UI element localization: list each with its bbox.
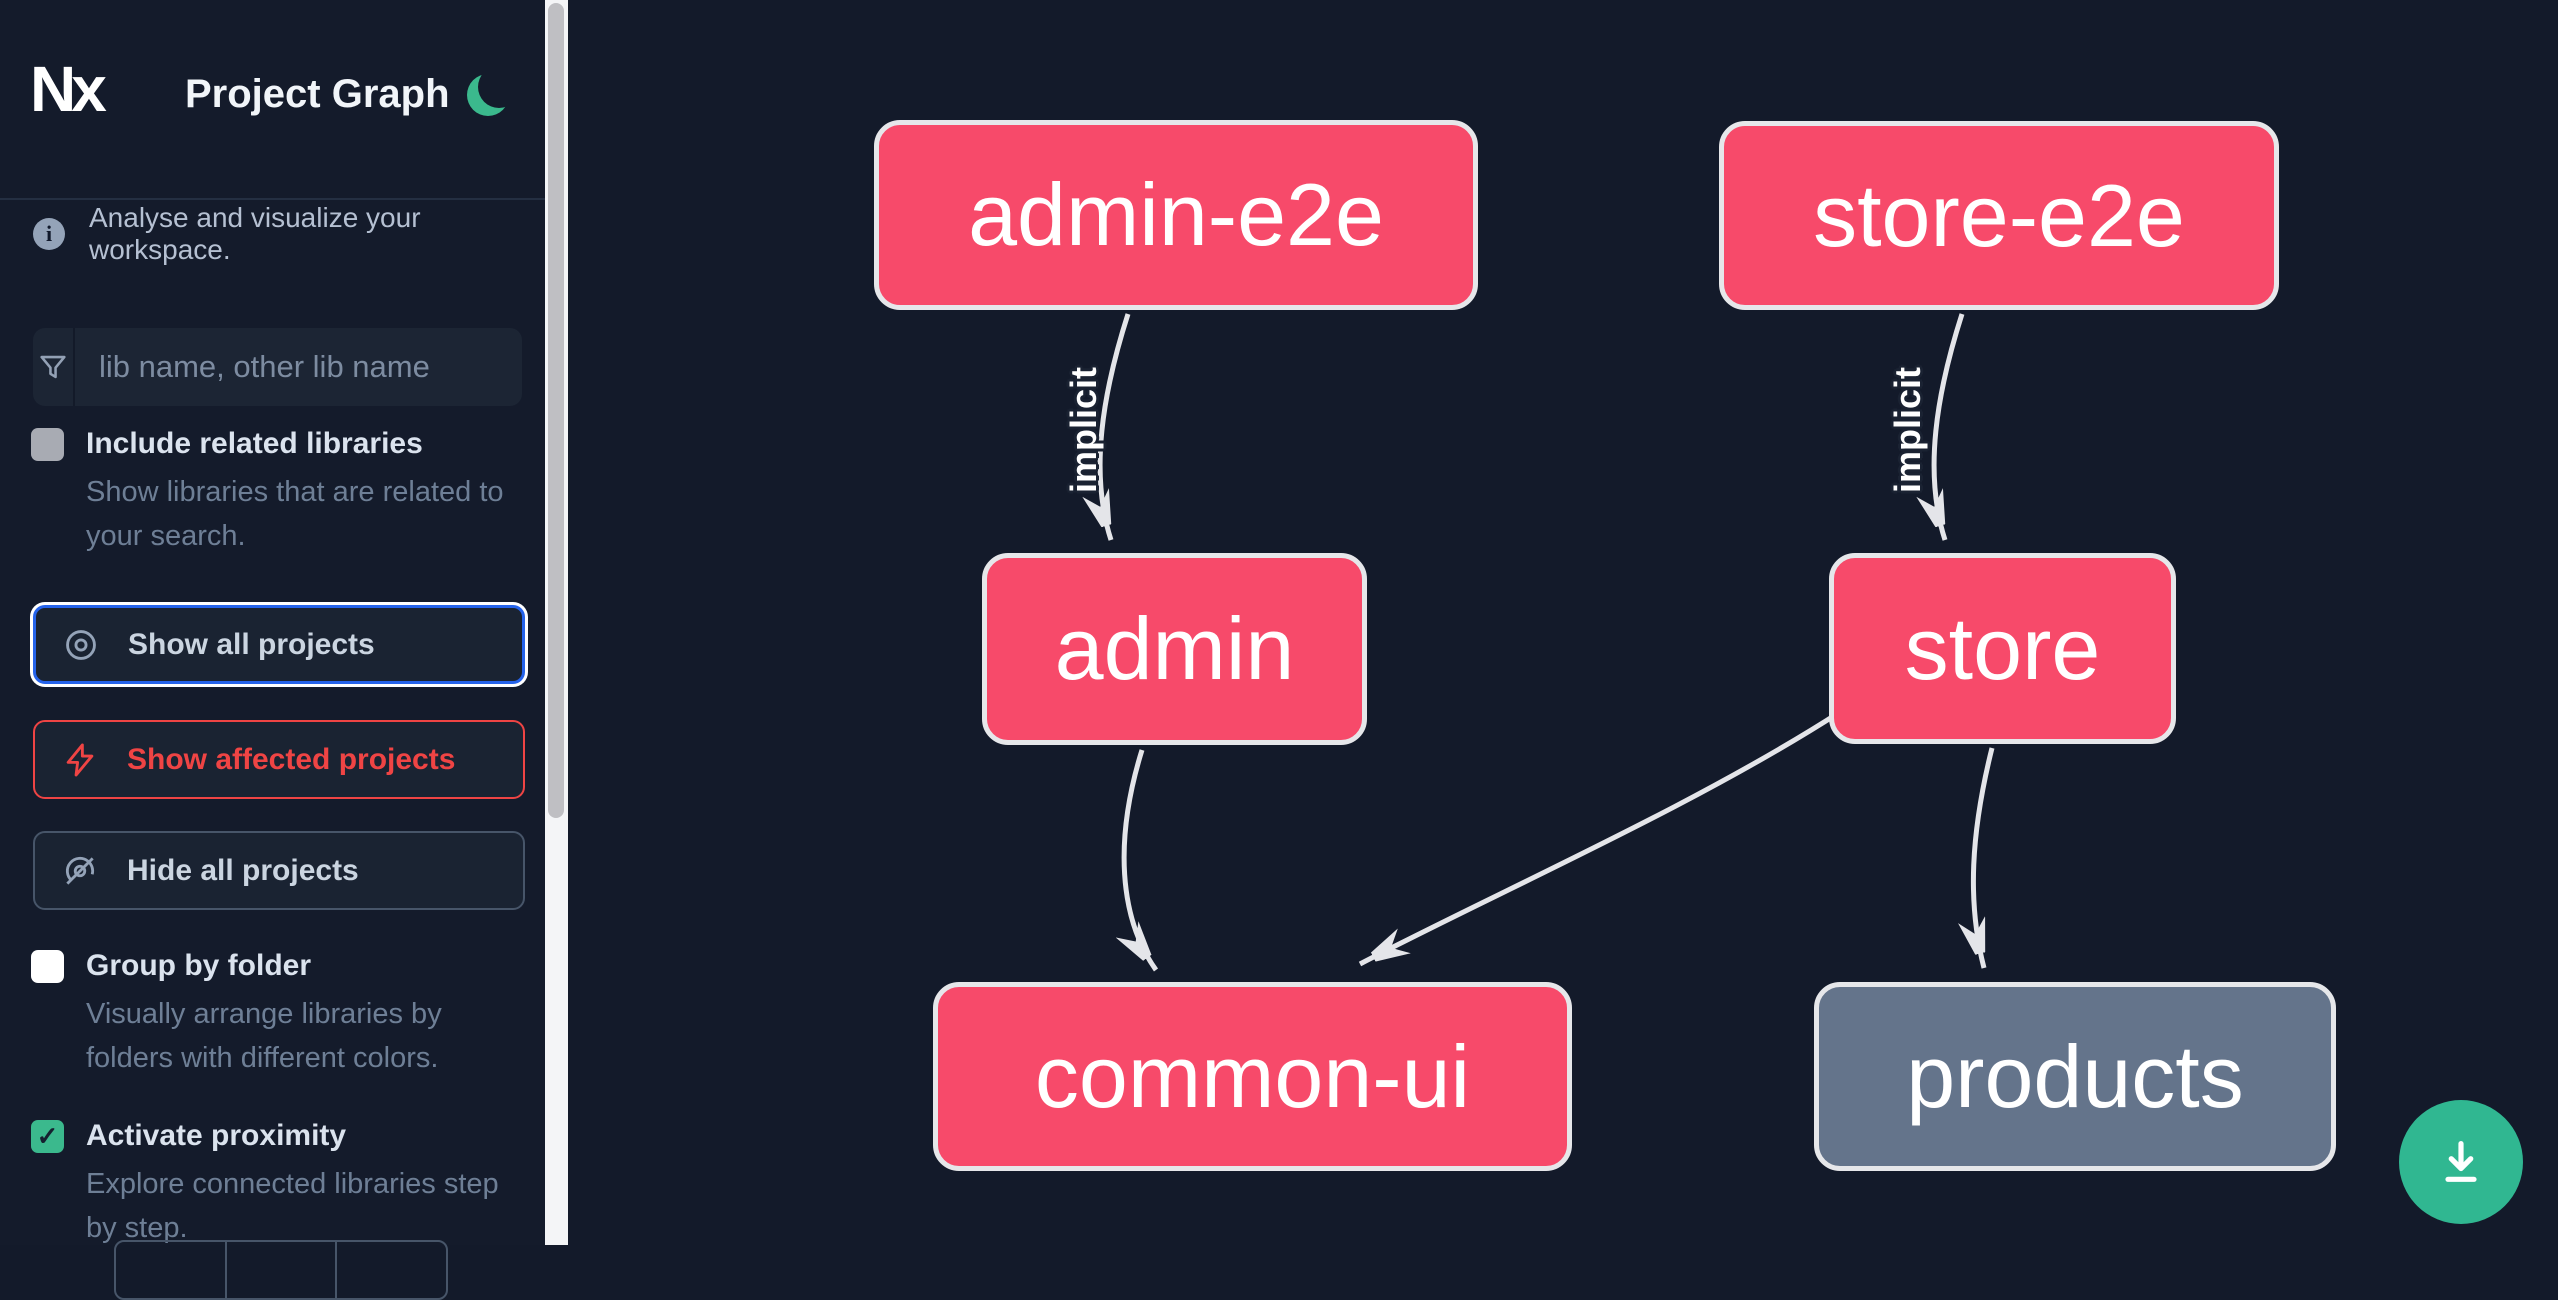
node-label: products (1906, 1026, 2244, 1126)
stepper-value (227, 1242, 338, 1298)
check-icon: ✓ (36, 1121, 59, 1151)
button-label: Hide all projects (127, 853, 359, 887)
edge-store-e2e-store (1934, 313, 1965, 541)
stepper-decrement[interactable] (116, 1242, 227, 1298)
toggle-description: Explore connected libraries step by step… (86, 1168, 499, 1244)
node-label: store-e2e (1813, 165, 2185, 265)
toggle-activate-proximity[interactable]: ✓ Activate proximity Explore connected l… (31, 1116, 536, 1250)
edge-label-implicit: implicit (1887, 366, 1928, 494)
activate-proximity-checkbox[interactable]: ✓ (31, 1120, 64, 1153)
show-all-projects-button[interactable]: Show all projects (33, 605, 525, 684)
search-box (33, 328, 522, 406)
show-affected-projects-button[interactable]: Show affected projects (33, 720, 525, 799)
toggle-label: Group by folder (86, 949, 311, 982)
graph-node-common-ui[interactable]: common-ui (933, 982, 1572, 1171)
graph-node-admin-e2e[interactable]: admin-e2e (874, 120, 1478, 310)
sidebar: Nx Project Graph i Analyse and visualize… (0, 0, 568, 1300)
sidebar-header: Nx Project Graph (0, 0, 568, 200)
bolt-icon (66, 743, 94, 776)
node-label: admin-e2e (968, 165, 1384, 264)
stepper-increment[interactable] (337, 1242, 446, 1298)
project-graph-canvas[interactable]: implicit implicit admin-e2e store-e2e ad… (568, 0, 2558, 1245)
edge-admin-e2e-admin (1100, 313, 1131, 541)
button-label: Show all projects (128, 627, 375, 661)
search-input[interactable] (75, 328, 522, 406)
edge-store-common-ui (1358, 709, 1842, 964)
filter-icon (33, 328, 75, 406)
download-icon (2445, 1140, 2477, 1182)
proximity-degree-stepper[interactable] (114, 1240, 448, 1300)
nx-logo: Nx (30, 53, 107, 125)
info-icon: i (33, 218, 65, 250)
sidebar-scrollbar[interactable] (545, 0, 568, 1245)
graph-node-products[interactable]: products (1814, 982, 2336, 1171)
toggle-label: Activate proximity (86, 1119, 347, 1152)
toggle-label: Include related libraries (86, 427, 423, 460)
node-label: admin (1054, 599, 1295, 698)
group-by-folder-checkbox[interactable] (31, 950, 64, 983)
graph-node-store-e2e[interactable]: store-e2e (1719, 121, 2279, 310)
node-label: store (1904, 598, 2101, 698)
button-label: Show affected projects (127, 742, 456, 776)
hide-all-projects-button[interactable]: Hide all projects (33, 831, 525, 910)
toggle-include-related[interactable]: Include related libraries Show libraries… (31, 424, 536, 558)
toggle-description: Show libraries that are related to your … (86, 476, 504, 552)
workspace-info: i Analyse and visualize your workspace. (33, 202, 533, 266)
theme-toggle-moon-icon[interactable] (478, 66, 520, 108)
edge-label-implicit: implicit (1063, 366, 1104, 494)
eye-off-icon (65, 856, 95, 885)
toggle-group-by-folder[interactable]: Group by folder Visually arrange librari… (31, 946, 536, 1080)
download-graph-button[interactable] (2399, 1100, 2523, 1224)
toggle-description: Visually arrange libraries by folders wi… (86, 998, 442, 1074)
info-text: Analyse and visualize your workspace. (89, 202, 421, 265)
node-label: common-ui (1034, 1026, 1471, 1126)
graph-edges (568, 313, 1995, 972)
eye-icon (66, 629, 96, 660)
graph-node-admin[interactable]: admin (982, 553, 1367, 745)
edge-store-products (1973, 747, 1995, 969)
sidebar-scrollbar-thumb[interactable] (548, 3, 564, 818)
page-title: Project Graph (185, 72, 450, 116)
graph-node-store[interactable]: store (1829, 553, 2176, 744)
edge-admin-common-ui (1124, 749, 1156, 972)
include-related-checkbox[interactable] (31, 428, 64, 461)
